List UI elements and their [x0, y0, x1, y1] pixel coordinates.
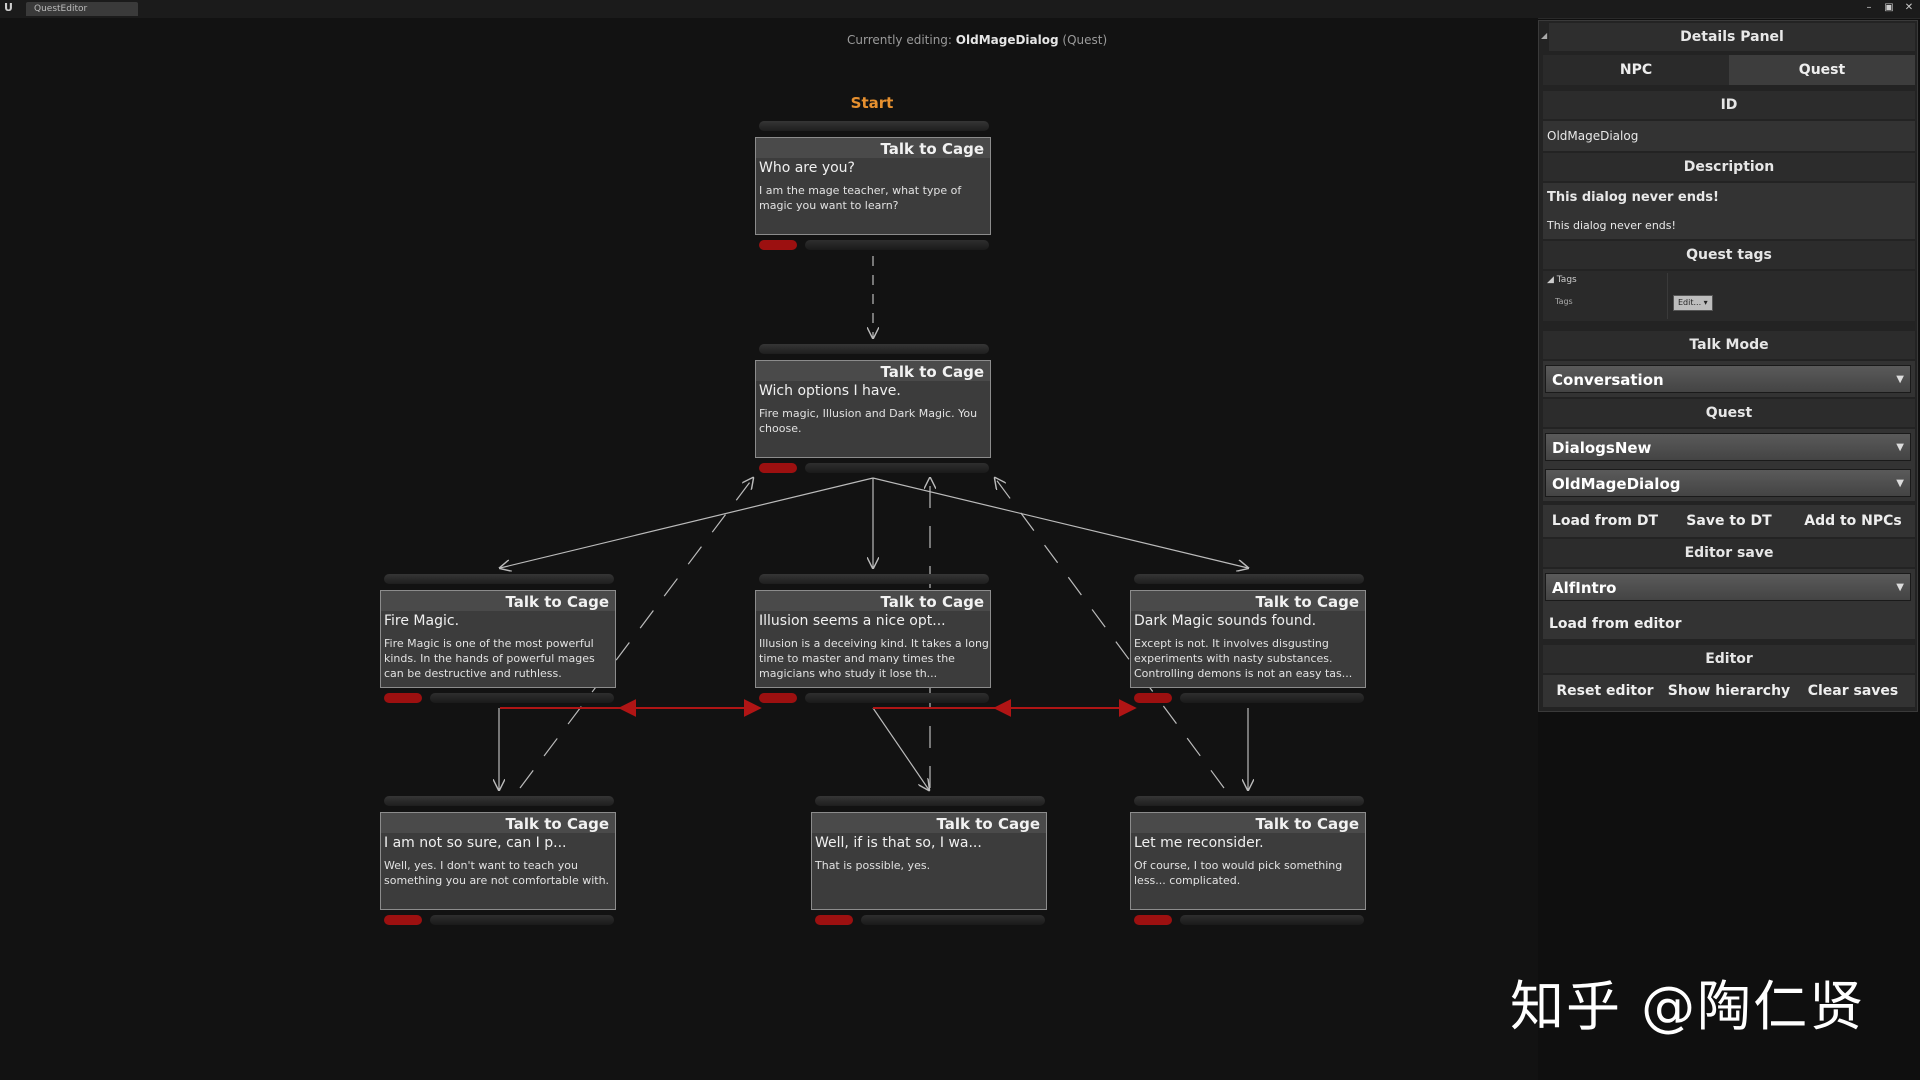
details-panel: ◢ Details Panel NPC Quest ID OldMageDial… [1538, 20, 1918, 712]
node-title: Dark Magic sounds found. [1134, 613, 1317, 629]
description-title: This dialog never ends! [1543, 183, 1915, 213]
node-text: Fire Magic is one of the most powerful k… [384, 637, 595, 680]
dialog-node-1[interactable]: Talk to Cage Who are you? I am the mage … [755, 121, 993, 250]
talk-mode-dropdown[interactable]: Conversation▼ [1545, 365, 1911, 393]
editor-buttons: Reset editor Show hierarchy Clear saves [1543, 675, 1915, 707]
load-from-editor-button[interactable]: Load from editor [1549, 616, 1682, 632]
tags-edit-dropdown[interactable]: Edit... ▾ [1673, 295, 1713, 311]
editing-name: OldMageDialog [955, 33, 1059, 47]
tab-quest-editor[interactable]: QuestEditor [26, 2, 138, 16]
node-title: Well, if is that so, I wa... [815, 835, 982, 851]
editor-section-header: Editor [1543, 645, 1915, 673]
editing-suffix: (Quest) [1062, 33, 1108, 47]
quest-row-dropdown[interactable]: OldMageDialog▼ [1545, 469, 1911, 497]
description-field[interactable]: This dialog never ends! [1543, 213, 1915, 239]
chevron-down-icon: ▼ [1896, 374, 1904, 385]
node-title: Illusion seems a nice opt... [759, 613, 946, 629]
output-pin[interactable] [759, 693, 797, 703]
dialog-node-3[interactable]: Talk to Cage Fire Magic. Fire Magic is o… [380, 574, 618, 703]
window-title-bar: U QuestEditor – ▣ ✕ [0, 0, 1920, 19]
reset-editor-button[interactable]: Reset editor [1556, 683, 1654, 699]
node-header: Talk to Cage [1255, 593, 1360, 611]
node-header: Talk to Cage [505, 815, 610, 833]
id-field[interactable]: OldMageDialog [1543, 121, 1915, 151]
save-to-dt-button[interactable]: Save to DT [1686, 513, 1772, 529]
output-pin[interactable] [815, 915, 853, 925]
tags-group-label[interactable]: ◢ Tags [1547, 275, 1577, 285]
tab-quest[interactable]: Quest [1729, 55, 1915, 85]
tags-field-label: Tags [1555, 297, 1573, 306]
dialog-node-7[interactable]: Talk to Cage Well, if is that so, I wa..… [811, 796, 1049, 925]
node-header: Talk to Cage [880, 593, 985, 611]
node-text: Except is not. It involves disgusting ex… [1134, 637, 1353, 680]
close-icon[interactable]: ✕ [1904, 2, 1914, 13]
node-header: Talk to Cage [936, 815, 1041, 833]
node-title: I am not so sure, can I p... [384, 835, 567, 851]
load-from-dt-button[interactable]: Load from DT [1551, 513, 1659, 529]
output-pin[interactable] [1134, 693, 1172, 703]
tags-property-box: ◢ Tags Tags Edit... ▾ [1543, 271, 1915, 321]
chevron-down-icon: ▼ [1896, 442, 1904, 453]
editor-save-section-header: Editor save [1543, 539, 1915, 567]
id-section-header: ID [1543, 91, 1915, 119]
panel-tabs: NPC Quest [1543, 55, 1915, 85]
output-pin[interactable] [384, 915, 422, 925]
node-title: Let me reconsider. [1134, 835, 1264, 851]
output-pin[interactable] [759, 240, 797, 250]
clear-saves-button[interactable]: Clear saves [1807, 683, 1899, 699]
data-table-buttons: Load from DT Save to DT Add to NPCs [1543, 505, 1915, 537]
chevron-down-icon: ▼ [1896, 478, 1904, 489]
dialog-node-6[interactable]: Talk to Cage I am not so sure, can I p..… [380, 796, 618, 925]
quest-table-dropdown[interactable]: DialogsNew▼ [1545, 433, 1911, 461]
chevron-down-icon: ▼ [1896, 582, 1904, 593]
node-text: Of course, I too would pick something le… [1134, 859, 1343, 887]
node-header: Talk to Cage [505, 593, 610, 611]
node-header: Talk to Cage [1255, 815, 1360, 833]
node-text: Illusion is a deceiving kind. It takes a… [759, 637, 989, 680]
restore-icon[interactable]: ▣ [1884, 2, 1894, 13]
dialog-node-8[interactable]: Talk to Cage Let me reconsider. Of cours… [1130, 796, 1368, 925]
node-text: Fire magic, Illusion and Dark Magic. You… [759, 407, 978, 435]
node-text: That is possible, yes. [815, 859, 931, 872]
dialog-node-5[interactable]: Talk to Cage Dark Magic sounds found. Ex… [1130, 574, 1368, 703]
quest-tags-section-header: Quest tags [1543, 241, 1915, 269]
output-pin[interactable] [759, 463, 797, 473]
show-hierarchy-button[interactable]: Show hierarchy [1667, 683, 1791, 699]
dialog-node-4[interactable]: Talk to Cage Illusion seems a nice opt..… [755, 574, 993, 703]
add-to-npcs-button[interactable]: Add to NPCs [1804, 513, 1902, 529]
panel-title: Details Panel [1549, 23, 1915, 51]
minimize-icon[interactable]: – [1866, 2, 1872, 13]
editor-save-dropdown[interactable]: AlfIntro▼ [1545, 573, 1911, 601]
node-text: I am the mage teacher, what type of magi… [759, 184, 962, 212]
node-title: Wich options I have. [759, 383, 901, 399]
node-title: Who are you? [759, 160, 855, 176]
editing-status: Currently editing: OldMageDialog (Quest) [847, 33, 1107, 47]
description-section-header: Description [1543, 153, 1915, 181]
node-text: Well, yes. I don't want to teach you som… [384, 859, 610, 887]
output-pin[interactable] [1134, 915, 1172, 925]
unreal-logo-icon: U [4, 1, 13, 14]
dialog-node-2[interactable]: Talk to Cage Wich options I have. Fire m… [755, 344, 993, 473]
node-header: Talk to Cage [880, 363, 985, 381]
node-header: Talk to Cage [880, 140, 985, 158]
talk-mode-section-header: Talk Mode [1543, 331, 1915, 359]
watermark: 知乎 @陶仁贤 [1510, 975, 1866, 1038]
output-pin[interactable] [384, 693, 422, 703]
tab-npc[interactable]: NPC [1543, 55, 1729, 85]
start-label: Start [850, 94, 894, 112]
editing-prefix: Currently editing: [847, 33, 952, 47]
quest-section-header: Quest [1543, 399, 1915, 427]
node-title: Fire Magic. [384, 613, 460, 629]
collapse-arrow-icon[interactable]: ◢ [1541, 31, 1548, 40]
